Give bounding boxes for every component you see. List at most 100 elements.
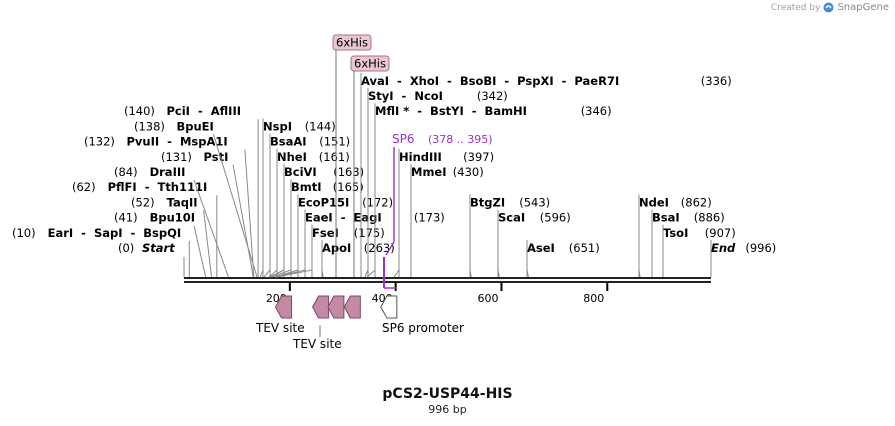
site-tick-connector xyxy=(364,269,369,278)
site-label-pvuii: PvuII - MspA1I xyxy=(127,135,228,149)
scale-tick-label: 800 xyxy=(583,292,604,305)
site-tick-connector xyxy=(497,269,500,278)
site-label-hindiii: HindIII xyxy=(399,150,442,164)
site-tick-connector xyxy=(638,269,641,278)
site-tick-connector xyxy=(366,269,376,278)
site-position-label: (172) xyxy=(362,195,393,209)
site-tick xyxy=(193,225,207,278)
feature-label-tev-site: TEV site xyxy=(255,321,305,335)
site-position-label: (263) xyxy=(364,241,395,255)
his-tag-label: 6xHis xyxy=(354,57,386,71)
site-label-pcii: PciI - AflIII xyxy=(167,104,242,118)
plasmid-length: 996 bp xyxy=(428,403,467,416)
site-position-label: (131) xyxy=(161,150,192,164)
site-position-label: (342) xyxy=(477,89,508,103)
site-tick xyxy=(244,149,255,278)
site-tick xyxy=(213,134,258,278)
primer-range-label: (378 .. 395) xyxy=(428,133,493,146)
site-tick xyxy=(203,210,213,278)
site-label-mmei: MmeI xyxy=(411,165,447,179)
site-tick-connector xyxy=(469,269,472,278)
site-position-label: (151) xyxy=(319,135,350,149)
site-tick xyxy=(193,179,229,278)
site-position-label: (430) xyxy=(453,165,484,179)
primer-leader-angle xyxy=(385,241,395,256)
site-label-ndei: NdeI xyxy=(639,195,669,209)
primer-name-label: SP6 xyxy=(392,132,415,146)
site-label-bpuei: BpuEI xyxy=(177,119,214,133)
site-label-scai: ScaI xyxy=(498,211,525,225)
site-tick-connector xyxy=(393,269,400,278)
site-label-eaei: EaeI - EagI xyxy=(305,211,382,225)
site-label-bmti: BmtI xyxy=(291,180,322,194)
site-label-nspi: NspI xyxy=(263,119,292,133)
sp6-promoter-arrow xyxy=(380,295,398,319)
site-position-label: (41) xyxy=(114,211,138,225)
site-label-ecop15i: EcoP15I xyxy=(298,195,349,209)
site-position-label: (132) xyxy=(84,135,115,149)
site-position-label: (336) xyxy=(701,74,732,88)
site-tick-connector xyxy=(526,269,529,278)
site-position-label: (163) xyxy=(333,165,364,179)
site-label-psti: PstI xyxy=(204,150,229,164)
site-label-fsei: FseI xyxy=(312,226,339,240)
his-tag-box xyxy=(332,34,372,51)
site-position-label: (62) xyxy=(72,180,96,194)
tev-site-arrow xyxy=(312,295,330,319)
site-label-bsai: BsaI xyxy=(652,211,680,225)
site-label-avai: AvaI - XhoI - BsoBI - PspXI - PaeR7I xyxy=(361,74,619,88)
snapgene-branding: Created by SnapGene xyxy=(771,2,889,13)
site-position-label: (346) xyxy=(581,104,612,118)
site-label-bpu10i: Bpu10I xyxy=(150,211,195,225)
site-position-label: (165) xyxy=(333,180,364,194)
site-label-tsoi: TsoI xyxy=(663,226,688,240)
site-label-asei: AseI xyxy=(527,241,555,255)
plasmid-name: pCS2-USP44-HIS xyxy=(382,386,513,402)
snapgene-logo-icon xyxy=(823,2,834,13)
site-label-taqii: TaqII xyxy=(167,195,198,209)
feature-label-tev-site: TEV site xyxy=(292,337,342,351)
site-position-label: (543) xyxy=(519,195,550,209)
site-position-label: (84) xyxy=(114,165,138,179)
tev-site-arrow xyxy=(274,295,293,319)
his-tag-label: 6xHis xyxy=(336,36,368,50)
site-label-pflfi: PflFI - Tth111I xyxy=(108,180,208,194)
product-name: SnapGene xyxy=(837,2,889,13)
site-label-bsaai: BsaAI xyxy=(270,135,307,149)
site-label-btgzi: BtgZI xyxy=(470,195,505,209)
site-label-eari: EarI - SapI - BspQI xyxy=(48,226,182,240)
site-position-label: (140) xyxy=(124,104,155,118)
site-tick xyxy=(232,164,254,278)
site-label-draiii: DraIII xyxy=(150,165,186,179)
site-tick-connector xyxy=(263,269,271,278)
his-tag-box xyxy=(350,55,390,72)
tev-site-arrow xyxy=(343,295,361,319)
site-label-apoi: ApoI xyxy=(322,241,351,255)
site-position-label: (907) xyxy=(705,226,736,240)
site-position-label: (596) xyxy=(540,211,571,225)
site-position-label: (175) xyxy=(354,226,385,240)
site-position-label: (144) xyxy=(305,119,336,133)
site-position-label: (651) xyxy=(569,241,600,255)
site-position-label: (996) xyxy=(745,241,776,255)
feature-label-sp6-promoter: SP6 promoter xyxy=(382,321,464,335)
site-position-label: (10) xyxy=(12,226,36,240)
created-by-text: Created by xyxy=(770,2,821,13)
site-position-label: (161) xyxy=(319,150,350,164)
site-position-label: (138) xyxy=(134,119,165,133)
site-tick-connector xyxy=(321,269,324,278)
site-position-label: (0) xyxy=(118,241,134,255)
site-position-label: (52) xyxy=(131,195,155,209)
site-tick-connector xyxy=(271,269,292,278)
site-label-nhei: NheI xyxy=(277,150,307,164)
site-position-label: (886) xyxy=(694,211,725,225)
site-label-start: Start xyxy=(142,241,175,255)
site-tick-connector xyxy=(270,269,285,278)
site-label-bcivi: BciVI xyxy=(284,165,317,179)
site-position-label: (397) xyxy=(463,150,494,164)
site-label-end: End xyxy=(711,241,736,255)
site-tick-connector xyxy=(259,269,264,278)
site-label-mfli: MflI * - BstYI - BamHI xyxy=(375,104,527,118)
